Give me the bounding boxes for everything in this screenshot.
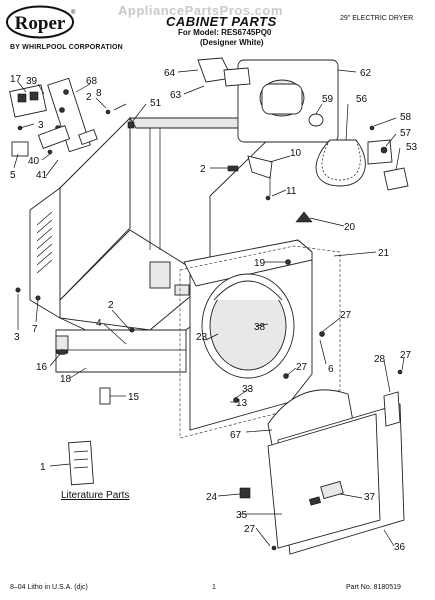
callout-56: 56	[356, 94, 368, 105]
side-vent-slots	[36, 211, 53, 274]
callout-36: 36	[394, 542, 406, 553]
callout-6: 6	[328, 364, 334, 375]
footer-part-number: Part No. 8180519	[346, 584, 401, 591]
bracket-15	[99, 387, 111, 405]
callout-59: 59	[322, 94, 334, 105]
drive-belt	[315, 139, 366, 187]
callout-39: 39	[26, 76, 38, 87]
roper-logo: Roper ®	[6, 5, 76, 39]
callout-11: 11	[286, 186, 297, 197]
callout-51: 51	[150, 98, 162, 109]
callout-13: 13	[236, 398, 248, 409]
callout-28: 28	[374, 354, 386, 365]
front-panel-dashed-outline	[179, 245, 341, 439]
callout-38: 38	[254, 322, 266, 333]
callout-67: 67	[230, 430, 242, 441]
callout-5: 5	[10, 170, 16, 181]
callout-53: 53	[406, 142, 418, 153]
front-panel	[183, 239, 325, 431]
control-parts-top-left	[9, 77, 135, 157]
callout-7: 7	[32, 324, 38, 335]
callout-2b: 2	[200, 164, 206, 175]
callout-2c: 2	[108, 300, 114, 311]
model-variant: (Designer White)	[200, 38, 264, 47]
callout-1: 1	[40, 462, 46, 473]
callout-27d: 27	[244, 524, 256, 535]
callout-41: 41	[36, 170, 48, 181]
door-assembly	[267, 369, 405, 555]
footer-print-info: 8–04 Litho in U.S.A. (djc)	[10, 584, 88, 591]
callout-58: 58	[400, 112, 412, 123]
callout-4: 4	[96, 318, 102, 329]
callout-20: 20	[344, 222, 356, 233]
drive-motor-assembly	[197, 57, 339, 143]
callout-3b: 3	[14, 332, 20, 343]
leader-lines	[13, 69, 405, 547]
callout-27a: 27	[340, 310, 352, 321]
callout-57: 57	[400, 128, 412, 139]
callout-35: 35	[236, 510, 248, 521]
callout-21: 21	[378, 248, 390, 259]
leveling-leg	[55, 335, 69, 355]
callout-63: 63	[170, 90, 182, 101]
callout-18: 18	[60, 374, 72, 385]
callout-68: 68	[86, 76, 98, 87]
callout-27c: 27	[400, 350, 412, 361]
callout-23: 23	[196, 332, 208, 343]
dryer-type: 29" ELECTRIC DRYER	[340, 15, 414, 22]
callout-37: 37	[364, 492, 376, 503]
model-number: For Model: RES6745PQ0	[178, 28, 272, 37]
callout-16: 16	[36, 362, 48, 373]
callout-3a: 3	[38, 120, 44, 131]
callout-17: 17	[10, 74, 22, 85]
callout-24: 24	[206, 492, 218, 503]
callout-33: 33	[242, 384, 254, 395]
callout-62: 62	[360, 68, 372, 79]
part-callouts: 17 39 68 8 2 51 64 63 62 59 56 58 57 53 …	[10, 68, 418, 553]
callout-2a: 2	[86, 92, 92, 103]
page-title: CABINET PARTS	[166, 14, 277, 29]
bracket-10	[227, 155, 273, 201]
brand-name: Roper	[15, 13, 66, 34]
cabinet-body	[29, 116, 279, 373]
door-stop-plug	[295, 211, 313, 223]
literature-parts: Literature Parts	[61, 440, 129, 501]
registered-mark: ®	[71, 9, 76, 16]
callout-15: 15	[128, 392, 140, 403]
watermark: AppliancePartsPros.com	[118, 3, 283, 18]
footer-page-number: 1	[212, 584, 216, 591]
brand-subtitle: BY WHIRLPOOL CORPORATION	[10, 44, 123, 51]
callout-27b: 27	[296, 362, 308, 373]
callout-64: 64	[164, 68, 176, 79]
callout-8: 8	[96, 88, 102, 99]
door-catch	[239, 487, 251, 499]
callout-19: 19	[254, 258, 266, 269]
callout-40: 40	[28, 156, 40, 167]
callout-10: 10	[290, 148, 302, 159]
literature-label: Literature Parts	[61, 490, 129, 501]
